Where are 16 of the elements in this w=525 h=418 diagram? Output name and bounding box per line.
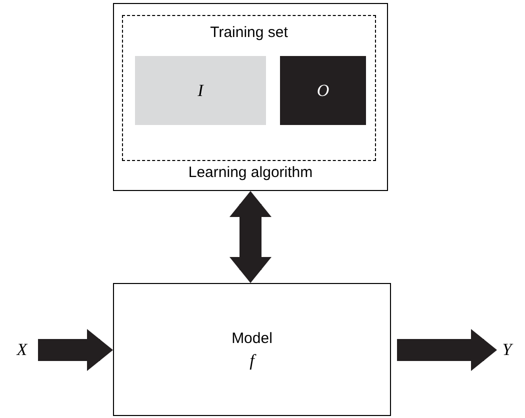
variable-label: I — [198, 80, 204, 102]
variable-label: Y — [502, 339, 512, 362]
arrow — [38, 329, 113, 371]
dashed-group-box — [122, 15, 376, 161]
box-label: Model — [232, 328, 272, 349]
function-symbol: f — [250, 350, 254, 372]
arrow — [230, 191, 272, 283]
output-box — [280, 56, 366, 125]
variable-label: O — [316, 80, 330, 102]
input-box — [135, 56, 266, 125]
process-box — [113, 3, 388, 191]
box-label: Learning algorithm — [187, 162, 314, 182]
group-label: Training set — [209, 23, 289, 43]
variable-label: X — [16, 339, 28, 362]
arrow — [397, 329, 497, 371]
process-box — [113, 283, 391, 416]
